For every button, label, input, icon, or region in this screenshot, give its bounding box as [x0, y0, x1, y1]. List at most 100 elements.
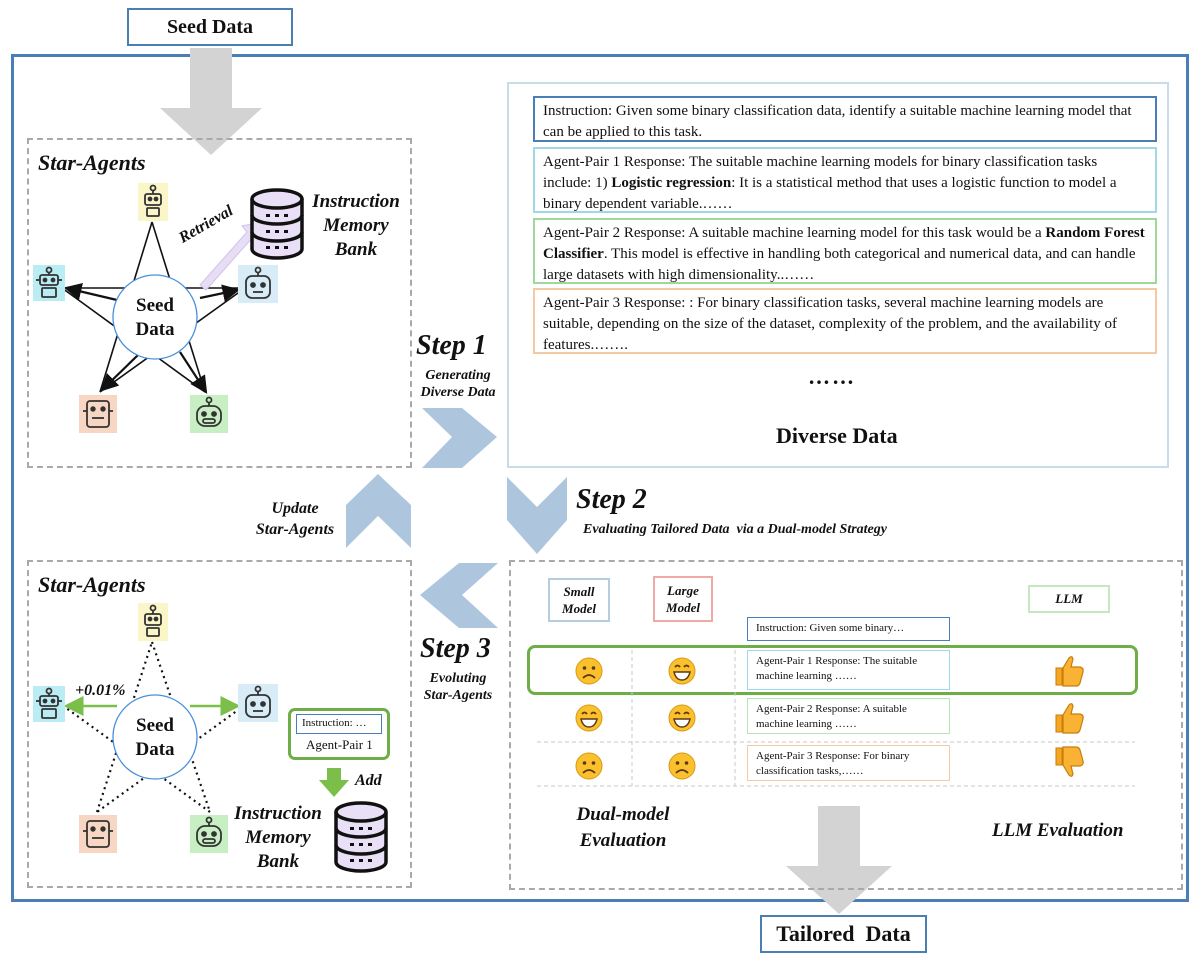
- diverse-title: Diverse Data: [776, 423, 898, 448]
- thumbs-up-icon: [1053, 653, 1085, 687]
- pair1-text-post: : It is a statistical method that uses a…: [543, 175, 1117, 212]
- diverse-data-panel: [507, 82, 1169, 468]
- step3-sub-l2: Star-Agents: [423, 688, 493, 703]
- pair-label: Agent-Pair 1: [306, 737, 373, 752]
- step2-sub: Evaluating Tailored Data via a Dual-mode…: [583, 522, 887, 537]
- robot-icon: [138, 183, 168, 221]
- pair2-text-bold: Random Forest Classifier: [543, 225, 1145, 262]
- robot-icon: [238, 265, 278, 303]
- diverse-pair2: Agent-Pair 2 Response: A suitable machin…: [533, 218, 1157, 284]
- dual-model-l2: Evaluation: [579, 830, 667, 851]
- eval-row1: Agent-Pair 1 Response: The suitable mach…: [747, 650, 950, 690]
- seed-center-top: Seed Data: [113, 290, 197, 346]
- step1-chevron: [422, 408, 497, 468]
- robot-icon: [79, 395, 117, 433]
- highlight-row: [527, 645, 1138, 695]
- memory-bank-bottom-l2: Memory: [245, 827, 311, 848]
- diverse-instruction: Instruction: Given some binary classific…: [533, 96, 1157, 142]
- database-icon: [248, 187, 306, 261]
- seed-data-label: Seed Data: [166, 15, 254, 38]
- add-arrow: [319, 768, 349, 797]
- robot-icon: [138, 603, 168, 641]
- diverse-pair1: Agent-Pair 1 Response: The suitable mach…: [533, 147, 1157, 213]
- llm-eval-label: LLM Evaluation: [992, 820, 1124, 841]
- step1-sub: Generating Diverse Data: [408, 367, 508, 401]
- diverse-pair3: Agent-Pair 3 Response: : For binary clas…: [533, 288, 1157, 354]
- dual-model-l1: Dual-model: [576, 804, 670, 825]
- update-label-l1: Update: [271, 500, 319, 517]
- step3-sub: Evoluting Star-Agents: [408, 670, 508, 704]
- agent-pair-box: [288, 708, 390, 760]
- happy-face-icon: [575, 704, 603, 732]
- happy-face-icon: [668, 704, 696, 732]
- memory-bank-top: Instruction Memory Bank: [304, 190, 408, 262]
- step2-chevron: [507, 477, 567, 554]
- sad-face-icon: [668, 752, 696, 780]
- robot-icon: [33, 686, 65, 722]
- star-agents-top-panel: [27, 138, 412, 468]
- step1-title: Step 1: [416, 330, 487, 361]
- seed-center-bottom-line2: Data: [135, 739, 175, 760]
- eval-row2: Agent-Pair 2 Response: A suitable machin…: [747, 698, 950, 734]
- sad-face-icon: [575, 657, 603, 685]
- memory-bank-bottom-l3: Bank: [256, 851, 300, 872]
- main-frame: [11, 54, 1189, 902]
- update-label: Update Star-Agents: [240, 498, 350, 540]
- diverse-instruction-text: Instruction: Given some binary classific…: [543, 103, 1132, 140]
- pair2-text-post: . This model is effective in handling bo…: [543, 246, 1136, 283]
- thumbs-up-icon: [1053, 700, 1085, 734]
- memory-bank-top-l1: Instruction: [312, 191, 400, 212]
- evaluation-panel: [509, 560, 1183, 890]
- small-model-l2: Model: [562, 601, 596, 616]
- add-label: Add: [355, 772, 382, 789]
- step1-sub-l2: Diverse Data: [420, 385, 496, 400]
- robot-icon: [33, 265, 65, 301]
- robot-icon: [190, 815, 228, 853]
- pair3-text: Agent-Pair 3 Response: : For binary clas…: [543, 295, 1117, 353]
- pair1-text-pre: Agent-Pair 1 Response: The suitable mach…: [543, 154, 1098, 191]
- step3-chevron: [420, 563, 498, 628]
- update-chevron: [346, 474, 411, 548]
- large-model-label: Large Model: [653, 576, 713, 622]
- memory-bank-top-l2: Memory: [323, 215, 389, 236]
- step3-title: Step 3: [420, 633, 491, 664]
- star-agents-bottom-title: Star-Agents: [38, 572, 146, 597]
- dual-model-label: Dual-model Evaluation: [548, 802, 698, 854]
- robot-icon: [238, 684, 278, 722]
- seed-data-box: Seed Data: [127, 8, 293, 46]
- pair2-text-pre: Agent-Pair 2 Response: A suitable machin…: [543, 225, 1046, 241]
- large-model-l2: Model: [666, 600, 700, 615]
- tailored-down-arrow: [786, 806, 892, 914]
- tailored-data-label: Tailored Data: [776, 921, 911, 946]
- small-model-l1: Small: [563, 584, 595, 599]
- step2-title: Step 2: [576, 484, 647, 515]
- eval-row3: Agent-Pair 3 Response: For binary classi…: [747, 745, 950, 781]
- tailored-data-box: Tailored Data: [760, 915, 927, 953]
- large-model-l1: Large: [667, 583, 699, 598]
- robot-icon: [190, 395, 228, 433]
- seed-center-top-line2: Data: [135, 319, 175, 340]
- eval-instruction: Instruction: Given some binary…: [747, 617, 950, 641]
- seed-center-top-line1: Seed: [136, 295, 174, 316]
- update-label-l2: Star-Agents: [255, 521, 335, 538]
- database-icon: [332, 800, 390, 874]
- weight-label: +0.01%: [75, 682, 126, 699]
- memory-bank-bottom: Instruction Memory Bank: [226, 802, 330, 874]
- thumbs-down-icon: [1053, 746, 1085, 780]
- small-model-label: Small Model: [548, 578, 610, 622]
- seed-center-bottom: Seed Data: [113, 710, 197, 766]
- robot-icon: [79, 815, 117, 853]
- sad-face-icon: [575, 752, 603, 780]
- pair-instruction: Instruction: …: [296, 714, 382, 734]
- pair1-text-bold: Logistic regression: [611, 175, 732, 191]
- memory-bank-top-l3: Bank: [334, 239, 378, 260]
- seed-down-arrow: [160, 48, 262, 155]
- seed-center-bottom-line1: Seed: [136, 715, 174, 736]
- step1-sub-l1: Generating: [425, 368, 491, 383]
- star-agents-bottom-panel: [27, 560, 412, 888]
- diverse-ellipsis: ……: [808, 364, 856, 389]
- happy-face-icon: [668, 657, 696, 685]
